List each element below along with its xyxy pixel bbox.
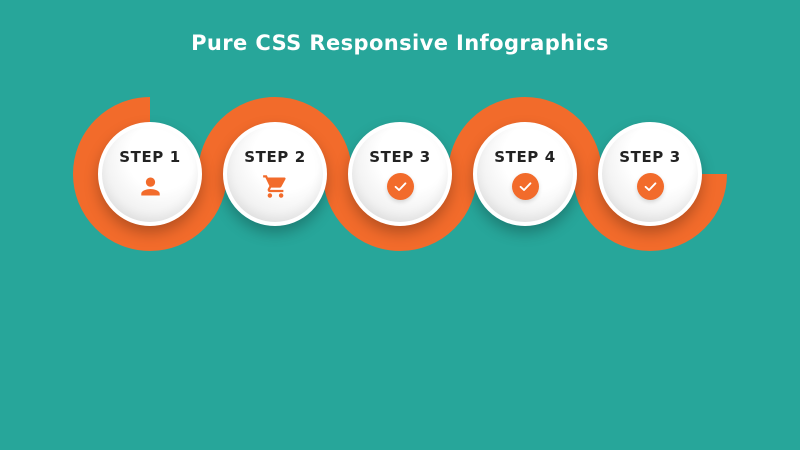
check-circle-icon [386,173,414,201]
step-label: STEP 2 [244,147,306,166]
person-icon [137,173,164,201]
step-label: STEP 3 [619,147,681,166]
wave-path [73,97,727,251]
step-circle-2[interactable]: STEP 2 [223,122,327,226]
check-circle-icon [636,173,664,201]
step-circle-5[interactable]: STEP 3 [598,122,702,226]
step-label: STEP 1 [119,147,181,166]
step-circle-1[interactable]: STEP 1 [98,122,202,226]
check-badge [636,173,664,200]
check-circle-icon [511,173,539,201]
step-label: STEP 4 [494,147,556,166]
step-circle-4[interactable]: STEP 4 [473,122,577,226]
step-circle-3[interactable]: STEP 3 [348,122,452,226]
check-badge [511,173,539,200]
check-badge [386,173,414,200]
page-title: Pure CSS Responsive Infographics [191,31,609,55]
step-label: STEP 3 [369,147,431,166]
cart-icon [262,173,289,201]
